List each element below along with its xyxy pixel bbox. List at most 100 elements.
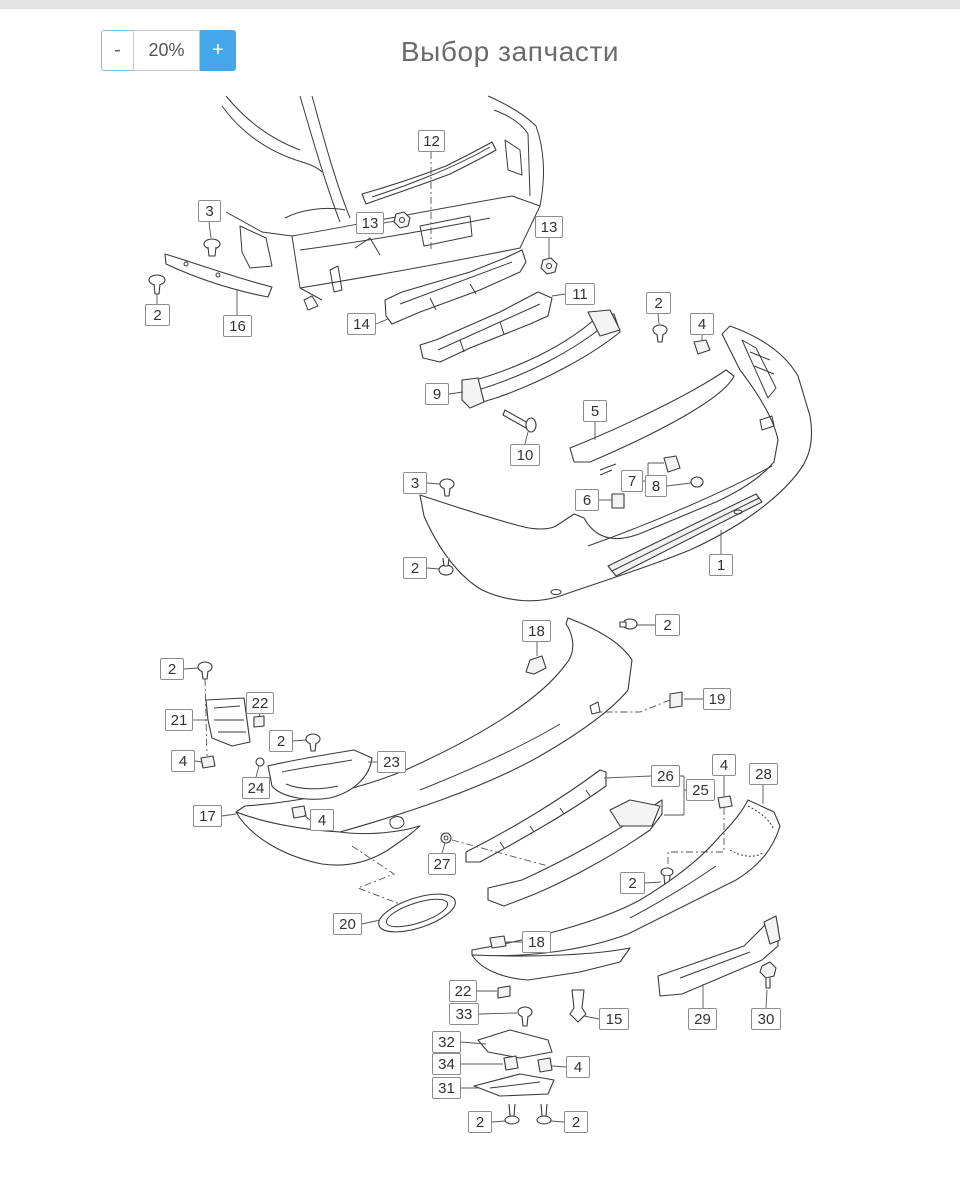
part-callout-6[interactable]: 6 (575, 489, 599, 511)
part-callout-20[interactable]: 20 (333, 913, 362, 935)
part-callout-28[interactable]: 28 (749, 763, 778, 785)
part-callout-17[interactable]: 17 (193, 805, 222, 827)
part-callout-26[interactable]: 26 (651, 765, 680, 787)
part-callout-7[interactable]: 7 (621, 470, 643, 492)
part-callout-18[interactable]: 18 (522, 931, 551, 953)
part-callout-14[interactable]: 14 (347, 313, 376, 335)
part-callout-4[interactable]: 4 (566, 1056, 590, 1078)
part-18-clip (525, 655, 547, 675)
part-2-screw (619, 618, 638, 630)
part-2-screw (504, 1103, 520, 1125)
leader-lines (156, 152, 768, 1123)
part-33-screw (517, 1006, 533, 1027)
part-24-clip (255, 757, 265, 767)
part-callout-22[interactable]: 22 (246, 692, 274, 714)
part-callout-19[interactable]: 19 (703, 688, 731, 710)
part-callout-2[interactable]: 2 (620, 872, 645, 894)
part-callout-21[interactable]: 21 (165, 709, 193, 731)
part-17-lower-cover (235, 617, 633, 866)
part-3-clip (203, 238, 221, 257)
part-callout-13[interactable]: 13 (535, 216, 563, 238)
part-26-strip (465, 769, 607, 863)
part-callout-11[interactable]: 11 (565, 283, 595, 305)
part-23-reflector-housing (267, 749, 373, 800)
part-10-bolt (502, 409, 537, 433)
part-callout-2[interactable]: 2 (646, 292, 671, 314)
part-callout-16[interactable]: 16 (223, 315, 252, 337)
part-22-clip (497, 985, 511, 999)
part-callout-4[interactable]: 4 (310, 809, 334, 831)
part-callout-4[interactable]: 4 (712, 754, 736, 776)
part-27-clip (440, 832, 452, 844)
part-callout-4[interactable]: 4 (690, 313, 714, 335)
part-callout-2[interactable]: 2 (160, 658, 184, 680)
part-callout-25[interactable]: 25 (686, 779, 715, 801)
part-20-ring (378, 893, 456, 933)
zoom-control: - 20% + (101, 30, 236, 71)
zoom-out-button[interactable]: - (101, 30, 133, 71)
part-4-nut-clip (537, 1057, 553, 1073)
part-2-screw (652, 324, 668, 343)
part-callout-12[interactable]: 12 (418, 130, 445, 152)
part-32-plate (477, 1029, 553, 1059)
part-callout-2[interactable]: 2 (403, 557, 427, 579)
part-2-screw (148, 274, 166, 295)
part-19-clip (669, 691, 683, 709)
part-callout-3[interactable]: 3 (403, 472, 427, 494)
part-callout-5[interactable]: 5 (583, 400, 607, 422)
part-12-strip (361, 141, 497, 205)
part-6-clip (611, 493, 625, 509)
part-30-bolt (759, 961, 777, 989)
part-callout-3[interactable]: 3 (198, 200, 221, 222)
part-callout-9[interactable]: 9 (425, 383, 449, 405)
part-callout-13[interactable]: 13 (356, 212, 384, 234)
part-callout-8[interactable]: 8 (645, 475, 667, 497)
page-title: Выбор запчасти (400, 36, 620, 67)
part-2-screw (305, 733, 321, 752)
part-22-clip (253, 715, 265, 728)
part-4-nut-clip (717, 795, 733, 809)
part-callout-22[interactable]: 22 (449, 980, 477, 1002)
part-4-nut-clip (200, 755, 216, 769)
part-callout-29[interactable]: 29 (688, 1008, 717, 1030)
zoom-level-field[interactable]: 20% (133, 30, 200, 71)
part-11-bracket (419, 291, 553, 363)
part-callout-30[interactable]: 30 (751, 1008, 781, 1030)
part-7-clip (663, 455, 681, 473)
part-13-nut (393, 211, 411, 229)
part-21-bracket (205, 697, 251, 747)
part-13-nut (540, 257, 558, 275)
part-callout-1[interactable]: 1 (709, 554, 733, 576)
part-callout-33[interactable]: 33 (449, 1003, 479, 1025)
part-callout-18[interactable]: 18 (522, 620, 551, 642)
part-callout-4[interactable]: 4 (171, 750, 195, 772)
part-callout-24[interactable]: 24 (242, 777, 270, 799)
part-14-bracket (384, 249, 527, 325)
part-callout-10[interactable]: 10 (510, 444, 540, 466)
zoom-in-button[interactable]: + (200, 30, 236, 71)
part-callout-2[interactable]: 2 (468, 1111, 492, 1133)
part-callout-2[interactable]: 2 (655, 614, 680, 636)
part-callout-34[interactable]: 34 (432, 1053, 461, 1075)
part-callout-2[interactable]: 2 (145, 304, 170, 326)
car-body-outline (221, 95, 544, 311)
part-callout-2[interactable]: 2 (564, 1111, 588, 1133)
part-callout-23[interactable]: 23 (377, 751, 406, 773)
part-5-strip (569, 369, 735, 476)
part-29-bracket (657, 915, 781, 997)
part-callout-15[interactable]: 15 (599, 1008, 629, 1030)
part-28-diffuser (471, 799, 781, 981)
part-4-nut-clip (291, 805, 307, 819)
part-2-screw (438, 557, 454, 576)
part-16-trim (164, 253, 273, 298)
part-9-beam (461, 309, 621, 409)
part-callout-32[interactable]: 32 (432, 1031, 461, 1053)
part-8-ring (690, 476, 704, 488)
part-callout-2[interactable]: 2 (269, 730, 293, 752)
part-callout-31[interactable]: 31 (432, 1077, 461, 1099)
part-15-plug (569, 989, 587, 1023)
part-callout-27[interactable]: 27 (428, 853, 456, 875)
part-18-clip (489, 935, 507, 949)
